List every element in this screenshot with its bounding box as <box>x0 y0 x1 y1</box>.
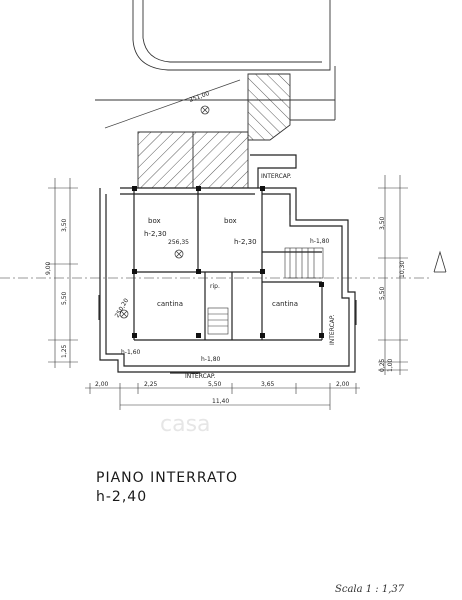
dim-right-bot2: 1,00 <box>387 358 394 372</box>
room-box-left: box <box>148 217 161 225</box>
section-marker <box>433 250 447 273</box>
room-box-left-h: h-2,30 <box>144 230 167 238</box>
dim-left-total: 9,00 <box>45 261 52 275</box>
windows <box>98 200 357 374</box>
room-cantina-right: cantina <box>272 300 298 308</box>
height-1-60: h-1,60 <box>121 349 141 356</box>
dim-bottom-4: 3,65 <box>261 381 275 388</box>
dim-right-mid: 5,50 <box>379 286 386 300</box>
height-1-80: h-1,80 <box>201 356 221 363</box>
watermark: casa <box>160 412 211 437</box>
ramp-hatching <box>137 73 291 189</box>
staircase <box>207 247 324 335</box>
road-lines <box>95 0 336 121</box>
level-box: 256,35 <box>168 239 189 246</box>
dim-left-bot: 1,25 <box>61 344 68 358</box>
left-dimensions <box>48 178 78 368</box>
room-box-right-h: h-2,30 <box>234 238 257 246</box>
dim-bottom-total: 11,40 <box>212 398 229 405</box>
intercap-bottom: INTERCAP. <box>185 373 216 380</box>
dim-right-total: 10,30 <box>399 261 406 278</box>
intercap-top: INTERCAP. <box>261 173 292 180</box>
level-marker-street: 251,00 <box>104 79 241 129</box>
plan-title: PIANO INTERRATO <box>96 470 239 486</box>
dim-bottom-2: 2,25 <box>144 381 158 388</box>
walls <box>99 154 356 373</box>
plan-height: h-2,40 <box>96 489 148 505</box>
dim-bottom-1: 2,00 <box>95 381 109 388</box>
scale-note: Scala 1 : 1,37 <box>335 584 405 595</box>
bottom-dimensions <box>85 383 360 410</box>
room-rip: rip. <box>210 283 220 290</box>
dim-bottom-3: 5,50 <box>208 381 222 388</box>
level-marker-box <box>174 249 184 259</box>
dim-left-mid: 5,50 <box>61 291 68 305</box>
street-level-label: 251,00 <box>188 90 210 104</box>
structural-columns <box>132 186 324 338</box>
stair-height: h-1,80 <box>310 238 330 245</box>
dim-right-bot1: 0,25 <box>379 358 386 372</box>
dim-bottom-5: 2,00 <box>336 381 350 388</box>
room-box-right: box <box>224 217 237 225</box>
right-dimensions <box>378 175 408 375</box>
room-cantina-left: cantina <box>157 300 183 308</box>
intercap-right: INTERCAP. <box>329 314 336 345</box>
dim-left-top: 3,50 <box>61 218 68 232</box>
dim-right-top: 3,50 <box>379 216 386 230</box>
level-marker-left <box>119 309 129 319</box>
